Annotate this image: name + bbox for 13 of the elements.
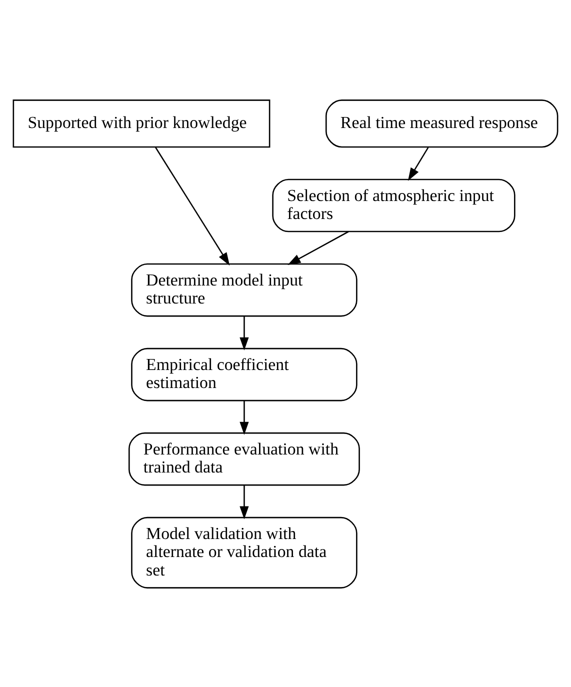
arrow: [240, 484, 249, 519]
arrow: [288, 230, 349, 264]
node-box: Empirical coefficient estimation: [131, 347, 358, 401]
arrow: [240, 400, 249, 434]
node-box: Performance evaluation with trained data: [128, 432, 360, 486]
node-box: Supported with prior knowledge: [12, 99, 270, 148]
node-box: Determine model input structure: [131, 262, 358, 316]
arrow: [240, 316, 249, 350]
node-box: Model validation with alternate or validation data set: [131, 516, 358, 588]
node-box: Selection of atmospheric input factors: [272, 178, 516, 232]
arrow: [408, 146, 429, 180]
node-box: Real time measured response: [325, 99, 558, 148]
arrow: [155, 146, 230, 266]
